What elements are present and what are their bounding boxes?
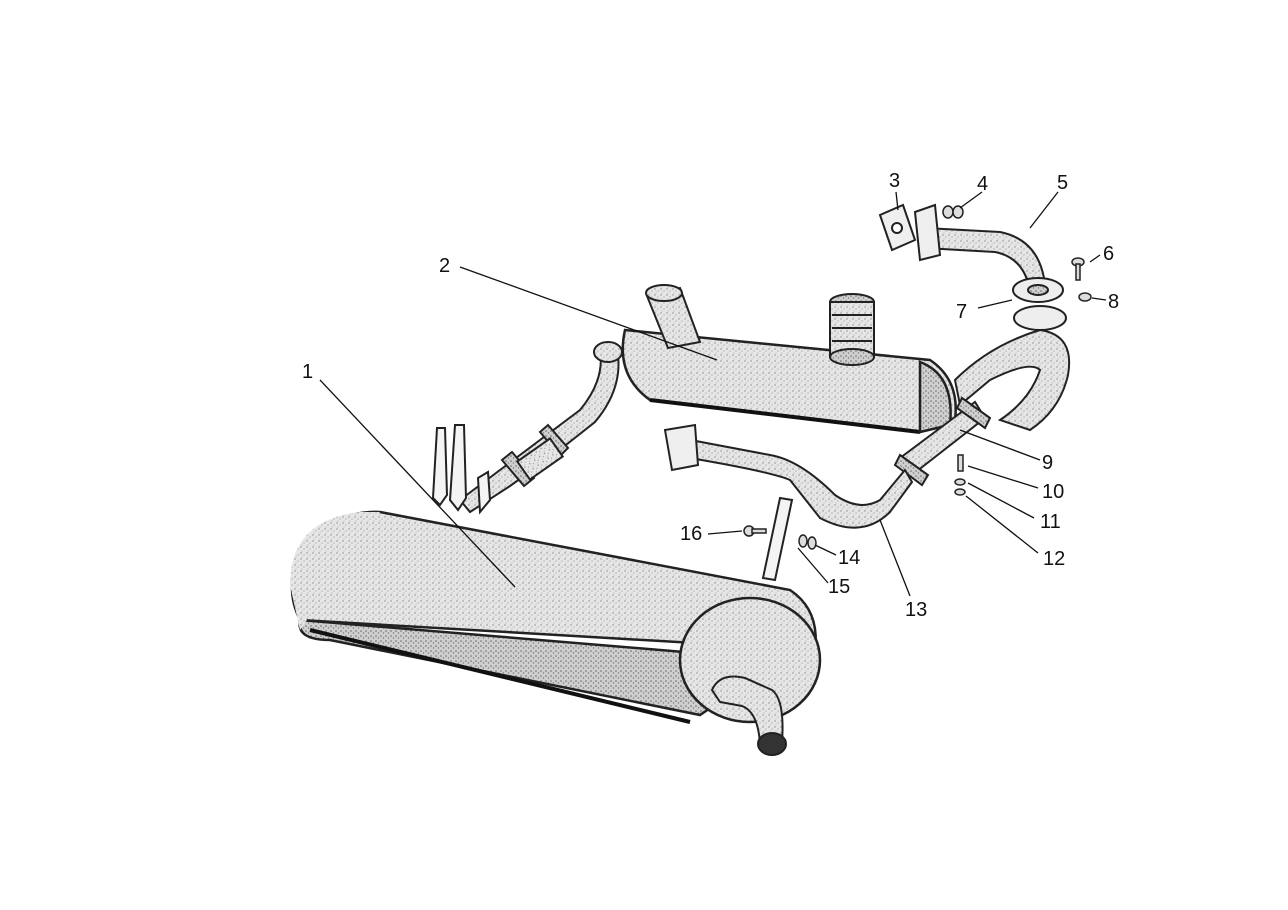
callout-5: 5 [1057, 172, 1069, 194]
callout-6: 6 [1103, 243, 1115, 265]
hanger-bolt [743, 525, 767, 537]
callout-2: 2 [439, 255, 451, 277]
bellows-connector [829, 293, 875, 366]
right-connecting-pipe [953, 328, 1071, 432]
nuts [942, 205, 964, 219]
leader-lines [319, 191, 1107, 597]
pipe-flange [913, 203, 942, 262]
callout-1: 1 [302, 361, 314, 383]
hanger-nuts [798, 534, 817, 550]
tailpipe [710, 675, 787, 756]
flange-assembly [1012, 277, 1067, 331]
callout-9: 9 [1042, 452, 1054, 474]
callout-12: 12 [1043, 548, 1066, 570]
pipe-clamps [893, 396, 992, 487]
washer [1078, 292, 1092, 302]
hanger-bracket [761, 496, 794, 582]
bolt [1071, 257, 1085, 281]
rear-muffler [290, 510, 822, 724]
callout-7: 7 [956, 301, 968, 323]
clamp-fasteners [954, 454, 966, 496]
front-muffler-inlet [645, 284, 702, 350]
flange-gasket [878, 203, 917, 252]
callout-11: 11 [1040, 511, 1061, 533]
front-left-pipe [458, 341, 623, 514]
callout-16: 16 [680, 523, 703, 545]
callout-10: 10 [1042, 481, 1065, 503]
callout-13: 13 [905, 599, 928, 621]
callout-8: 8 [1108, 291, 1120, 313]
mounting-brackets [431, 424, 492, 515]
callout-3: 3 [889, 170, 901, 192]
left-pipe-clamp [500, 423, 570, 488]
callout-4: 4 [977, 173, 989, 195]
callout-15: 15 [828, 576, 851, 598]
crossover-pipe [663, 423, 914, 529]
callout-14: 14 [838, 547, 861, 569]
